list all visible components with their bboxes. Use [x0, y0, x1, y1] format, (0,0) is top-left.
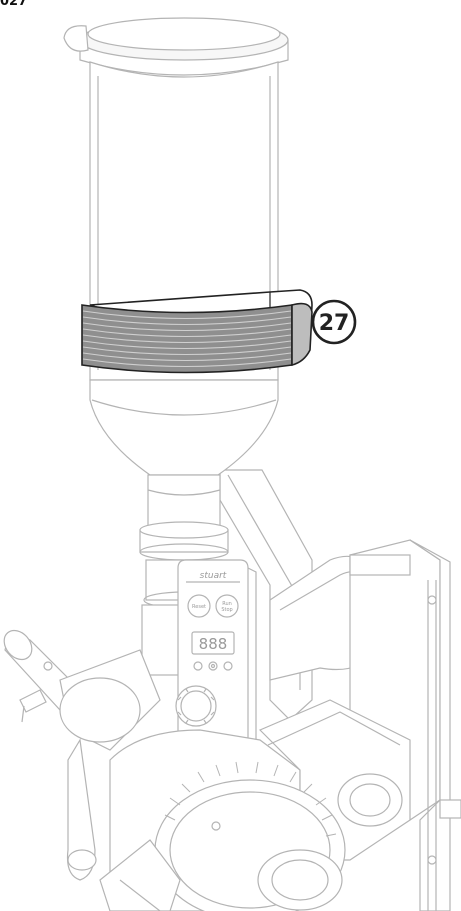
run-stop-button[interactable]: Run Stop — [215, 594, 239, 618]
rotary-knob-icon[interactable] — [175, 685, 217, 727]
clamp-band — [81, 289, 313, 374]
display-readout: 888 — [199, 635, 228, 653]
brand-label: stuart — [200, 571, 227, 581]
drive-assembly — [99, 699, 411, 911]
run-button-label: Run — [222, 601, 232, 607]
stop-button-label: Stop — [221, 607, 232, 613]
control-panel: stuart Reset Run Stop 888 — [175, 559, 257, 757]
side-valve — [3, 629, 161, 881]
digital-display — [191, 631, 235, 655]
indicator-icons — [193, 661, 233, 671]
reset-button-label: Reset — [192, 604, 206, 610]
support-frame — [219, 469, 461, 911]
callout-number: 27 — [319, 311, 350, 336]
callout-27: 27 — [311, 299, 357, 345]
reset-button[interactable]: Reset — [187, 594, 211, 618]
figure-label: 027 — [0, 0, 28, 9]
